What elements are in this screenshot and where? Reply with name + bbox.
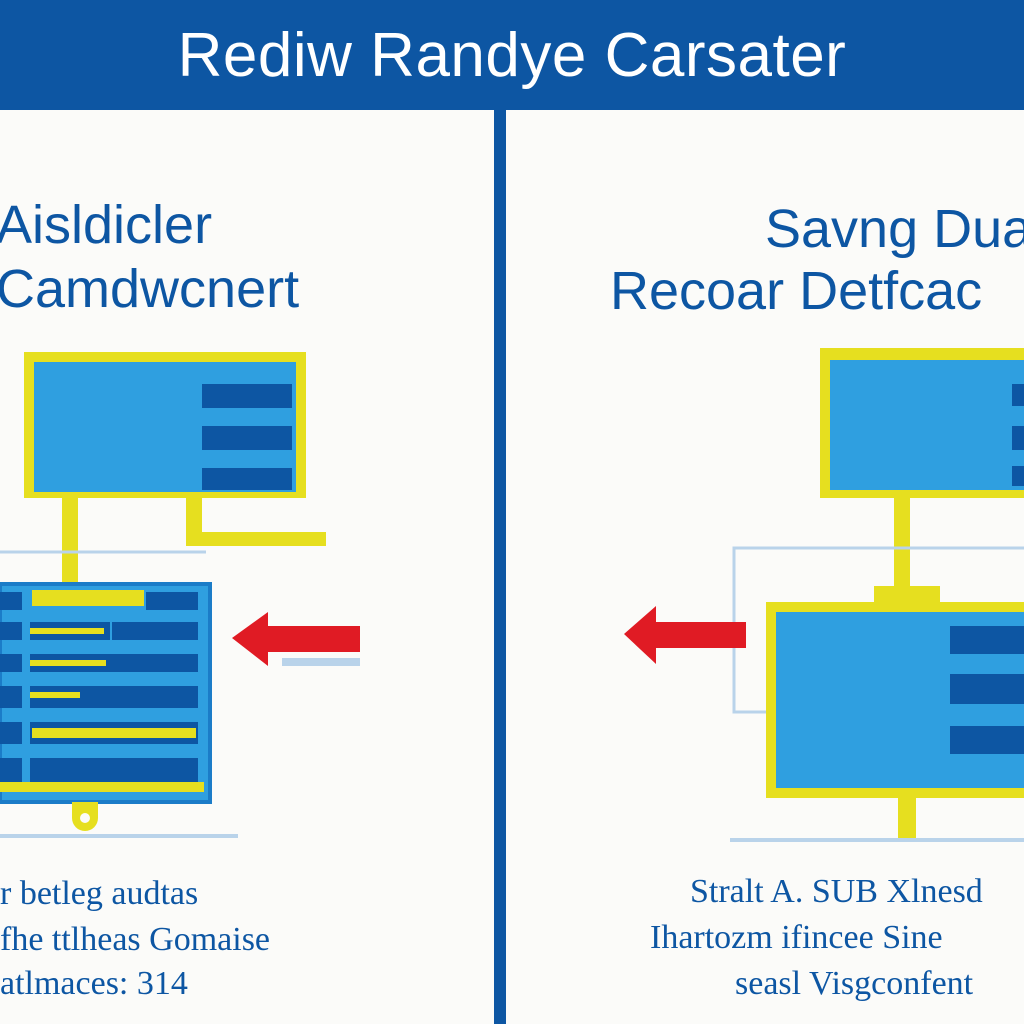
center-divider bbox=[494, 110, 506, 1024]
left-caption-line3: atlmaces: 314 bbox=[0, 965, 188, 1002]
left-heading-line2: Camdwcnert bbox=[0, 259, 300, 319]
right-caption-line1: Stralt A. SUB Xlnesd bbox=[690, 873, 983, 910]
right-arrow-left-icon bbox=[624, 606, 746, 664]
left-monitor-icon bbox=[0, 352, 326, 584]
banner-title: Rediw Randye Carsater bbox=[177, 20, 847, 90]
right-heading-line2: Recoar Detfcac bbox=[610, 261, 983, 321]
left-caption-line1: r betleg audtas bbox=[0, 875, 199, 912]
left-arrow-left-icon bbox=[232, 612, 360, 666]
right-heading-line1: Savng Dua bbox=[765, 199, 1024, 259]
left-caption-line2: fhe ttlheas Gomaise bbox=[0, 921, 271, 958]
right-caption-line2: Ihartozm ifincee Sine bbox=[650, 919, 943, 956]
right-caption-line3: seasl Visgconfent bbox=[735, 965, 974, 1002]
left-heading-line1: Aisldicler bbox=[0, 195, 213, 255]
title-banner: Rediw Randye Carsater bbox=[0, 0, 1024, 110]
right-display-server-icon bbox=[730, 602, 1024, 842]
left-server-rack-icon bbox=[0, 582, 238, 838]
right-monitor-icon bbox=[732, 348, 1024, 714]
